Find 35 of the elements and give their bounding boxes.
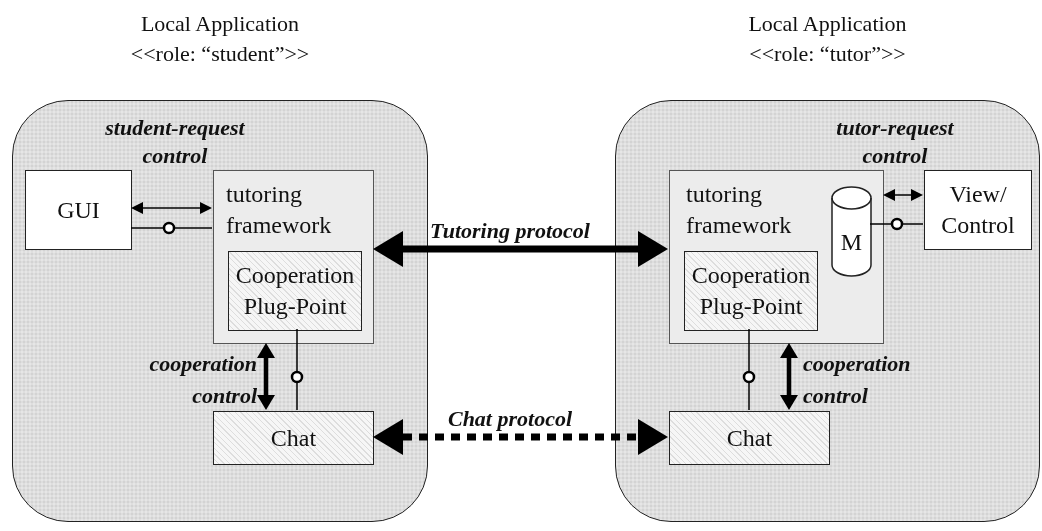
node-label: tutoring framework xyxy=(226,180,333,240)
edge-label: tutor-request control xyxy=(835,114,955,170)
arrow xyxy=(373,231,668,267)
connector-line xyxy=(296,328,298,411)
edge-label: student-request control xyxy=(104,114,246,170)
node-label: View/ Control xyxy=(940,180,1016,240)
plug-point-box xyxy=(213,411,374,465)
node-label: GUI xyxy=(57,195,100,225)
component-box xyxy=(924,170,1032,250)
container-heading: Local Application <<role: “student”>> xyxy=(129,10,311,68)
connector-line xyxy=(748,328,750,411)
plug-point-box xyxy=(228,251,362,331)
arrow xyxy=(883,189,923,201)
node-label: tutoring framework xyxy=(686,180,793,240)
arrow xyxy=(257,343,275,410)
connector-line xyxy=(130,227,213,229)
connector-line xyxy=(869,223,924,225)
node-label: Chat xyxy=(270,423,317,453)
plug-point-box xyxy=(669,411,830,465)
edge-label: Tutoring protocol xyxy=(430,217,590,245)
node-label: Cooperation Plug-Point xyxy=(690,261,812,321)
arrow xyxy=(780,343,798,410)
node-label: Cooperation Plug-Point xyxy=(234,261,356,321)
arrow xyxy=(131,202,212,214)
node-label: M xyxy=(840,228,863,257)
node-label: Chat xyxy=(726,423,773,453)
container-heading: Local Application <<role: “tutor”>> xyxy=(747,10,908,68)
framework-box xyxy=(213,170,374,344)
plug-point-box xyxy=(684,251,818,331)
edge-label: cooperation control xyxy=(803,350,912,410)
edge-label: Chat protocol xyxy=(446,405,574,433)
edge-label: cooperation control xyxy=(148,350,257,410)
framework-box xyxy=(669,170,884,344)
component-box xyxy=(25,170,132,250)
arrow xyxy=(373,419,668,455)
